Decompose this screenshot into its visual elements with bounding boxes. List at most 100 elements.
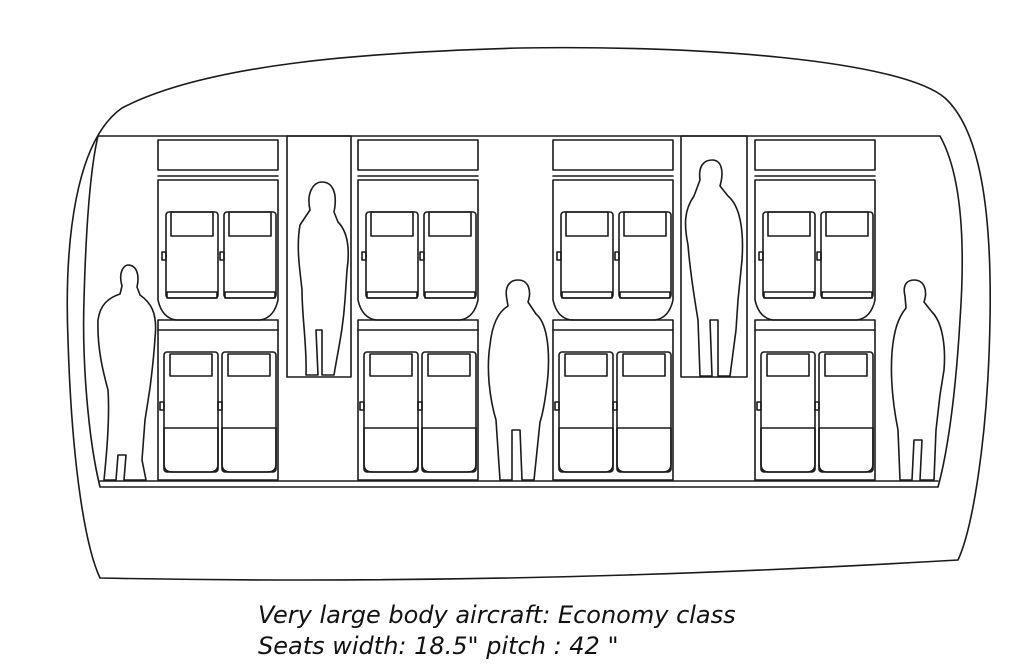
seat-back — [618, 211, 672, 299]
lower-tier-frame — [157, 319, 279, 481]
seat-cushion — [818, 427, 874, 473]
seat-armrest — [756, 401, 762, 411]
lower-seat-right — [814, 351, 874, 473]
seat-headrest — [622, 353, 666, 377]
lower-seat-left — [159, 351, 219, 473]
seat-back — [223, 211, 277, 299]
seat-block-2 — [357, 139, 479, 481]
upper-seat-right — [419, 211, 477, 299]
diagram-caption: Very large body aircraft: Economy class … — [258, 600, 736, 662]
seat-armrest — [758, 251, 764, 261]
lower-seat-left — [554, 351, 614, 473]
seat-headrest — [428, 211, 472, 237]
seat-headrest — [169, 353, 213, 377]
lower-tier-frame — [754, 319, 876, 481]
seat-headrest — [564, 353, 608, 377]
seat-headrest — [170, 211, 214, 237]
passenger-figure-5 — [890, 279, 946, 481]
caption-line-1: Very large body aircraft: Economy class — [258, 601, 736, 629]
seat-cushion — [558, 427, 614, 473]
seat-armrest — [217, 401, 223, 411]
seat-cushion — [763, 291, 815, 299]
seat-cushion — [163, 427, 219, 473]
seat-headrest — [824, 353, 868, 377]
seat-armrest — [359, 401, 365, 411]
upper-seat-left — [556, 211, 614, 299]
seat-back — [421, 351, 477, 473]
seat-headrest — [427, 353, 471, 377]
seat-block-1 — [157, 139, 279, 481]
seat-back — [363, 351, 419, 473]
seat-armrest — [614, 251, 620, 261]
aisle-wall-left — [286, 135, 352, 378]
seat-headrest — [565, 211, 609, 237]
seat-cushion — [821, 291, 873, 299]
seat-headrest — [766, 353, 810, 377]
seat-headrest — [369, 353, 413, 377]
seat-cushion — [421, 427, 477, 473]
seat-headrest — [370, 211, 414, 237]
upper-seat-right — [816, 211, 874, 299]
overhead-bin — [754, 139, 876, 171]
seat-back — [820, 211, 874, 299]
lower-seat-right — [217, 351, 277, 473]
passenger-figure-3 — [487, 279, 550, 481]
seat-cushion — [561, 291, 613, 299]
seat-cushion — [616, 427, 672, 473]
lower-tier-frame — [552, 319, 674, 481]
seat-back — [165, 211, 219, 299]
passenger-figure-4 — [684, 159, 744, 377]
seat-armrest — [814, 401, 820, 411]
seat-cushion — [366, 291, 418, 299]
lower-seat-left — [756, 351, 816, 473]
cabin-interior-outline — [82, 135, 963, 488]
overhead-bin — [552, 139, 674, 171]
seat-cushion — [221, 427, 277, 473]
lower-seat-right — [612, 351, 672, 473]
seat-headrest — [767, 211, 811, 237]
seat-armrest — [161, 251, 167, 261]
cabin-cross-section-drawing — [66, 46, 992, 581]
upper-seat-right — [614, 211, 672, 299]
upper-seat-right — [219, 211, 277, 299]
seat-back — [762, 211, 816, 299]
seat-back — [423, 211, 477, 299]
seat-cushion — [619, 291, 671, 299]
seat-armrest — [419, 251, 425, 261]
seat-back — [616, 351, 672, 473]
seat-cushion — [424, 291, 476, 299]
upper-seat-left — [161, 211, 219, 299]
seat-armrest — [159, 401, 165, 411]
passenger-figure-2 — [297, 181, 350, 376]
seat-headrest — [228, 211, 272, 237]
fuselage-outline — [66, 46, 992, 581]
seat-armrest — [219, 251, 225, 261]
seat-block-3 — [552, 139, 674, 481]
seat-armrest — [612, 401, 618, 411]
seat-headrest — [623, 211, 667, 237]
seat-cushion — [363, 427, 419, 473]
lower-tier-frame — [357, 319, 479, 481]
upper-seat-left — [758, 211, 816, 299]
caption-line-2: Seats width: 18.5" pitch : 42 " — [258, 632, 619, 660]
passenger-figure-1 — [97, 264, 157, 481]
seat-back — [560, 211, 614, 299]
seat-armrest — [361, 251, 367, 261]
overhead-bin — [357, 139, 479, 171]
seat-armrest — [417, 401, 423, 411]
seat-block-4 — [754, 139, 876, 481]
seat-back — [558, 351, 614, 473]
lower-seat-right — [417, 351, 477, 473]
seat-armrest — [554, 401, 560, 411]
seat-cushion — [224, 291, 276, 299]
seat-back — [760, 351, 816, 473]
overhead-bin — [157, 139, 279, 171]
seat-armrest — [816, 251, 822, 261]
seat-armrest — [556, 251, 562, 261]
seat-cushion — [166, 291, 218, 299]
upper-seat-left — [361, 211, 419, 299]
seat-back — [221, 351, 277, 473]
seat-back — [163, 351, 219, 473]
seat-headrest — [227, 353, 271, 377]
seat-back — [818, 351, 874, 473]
